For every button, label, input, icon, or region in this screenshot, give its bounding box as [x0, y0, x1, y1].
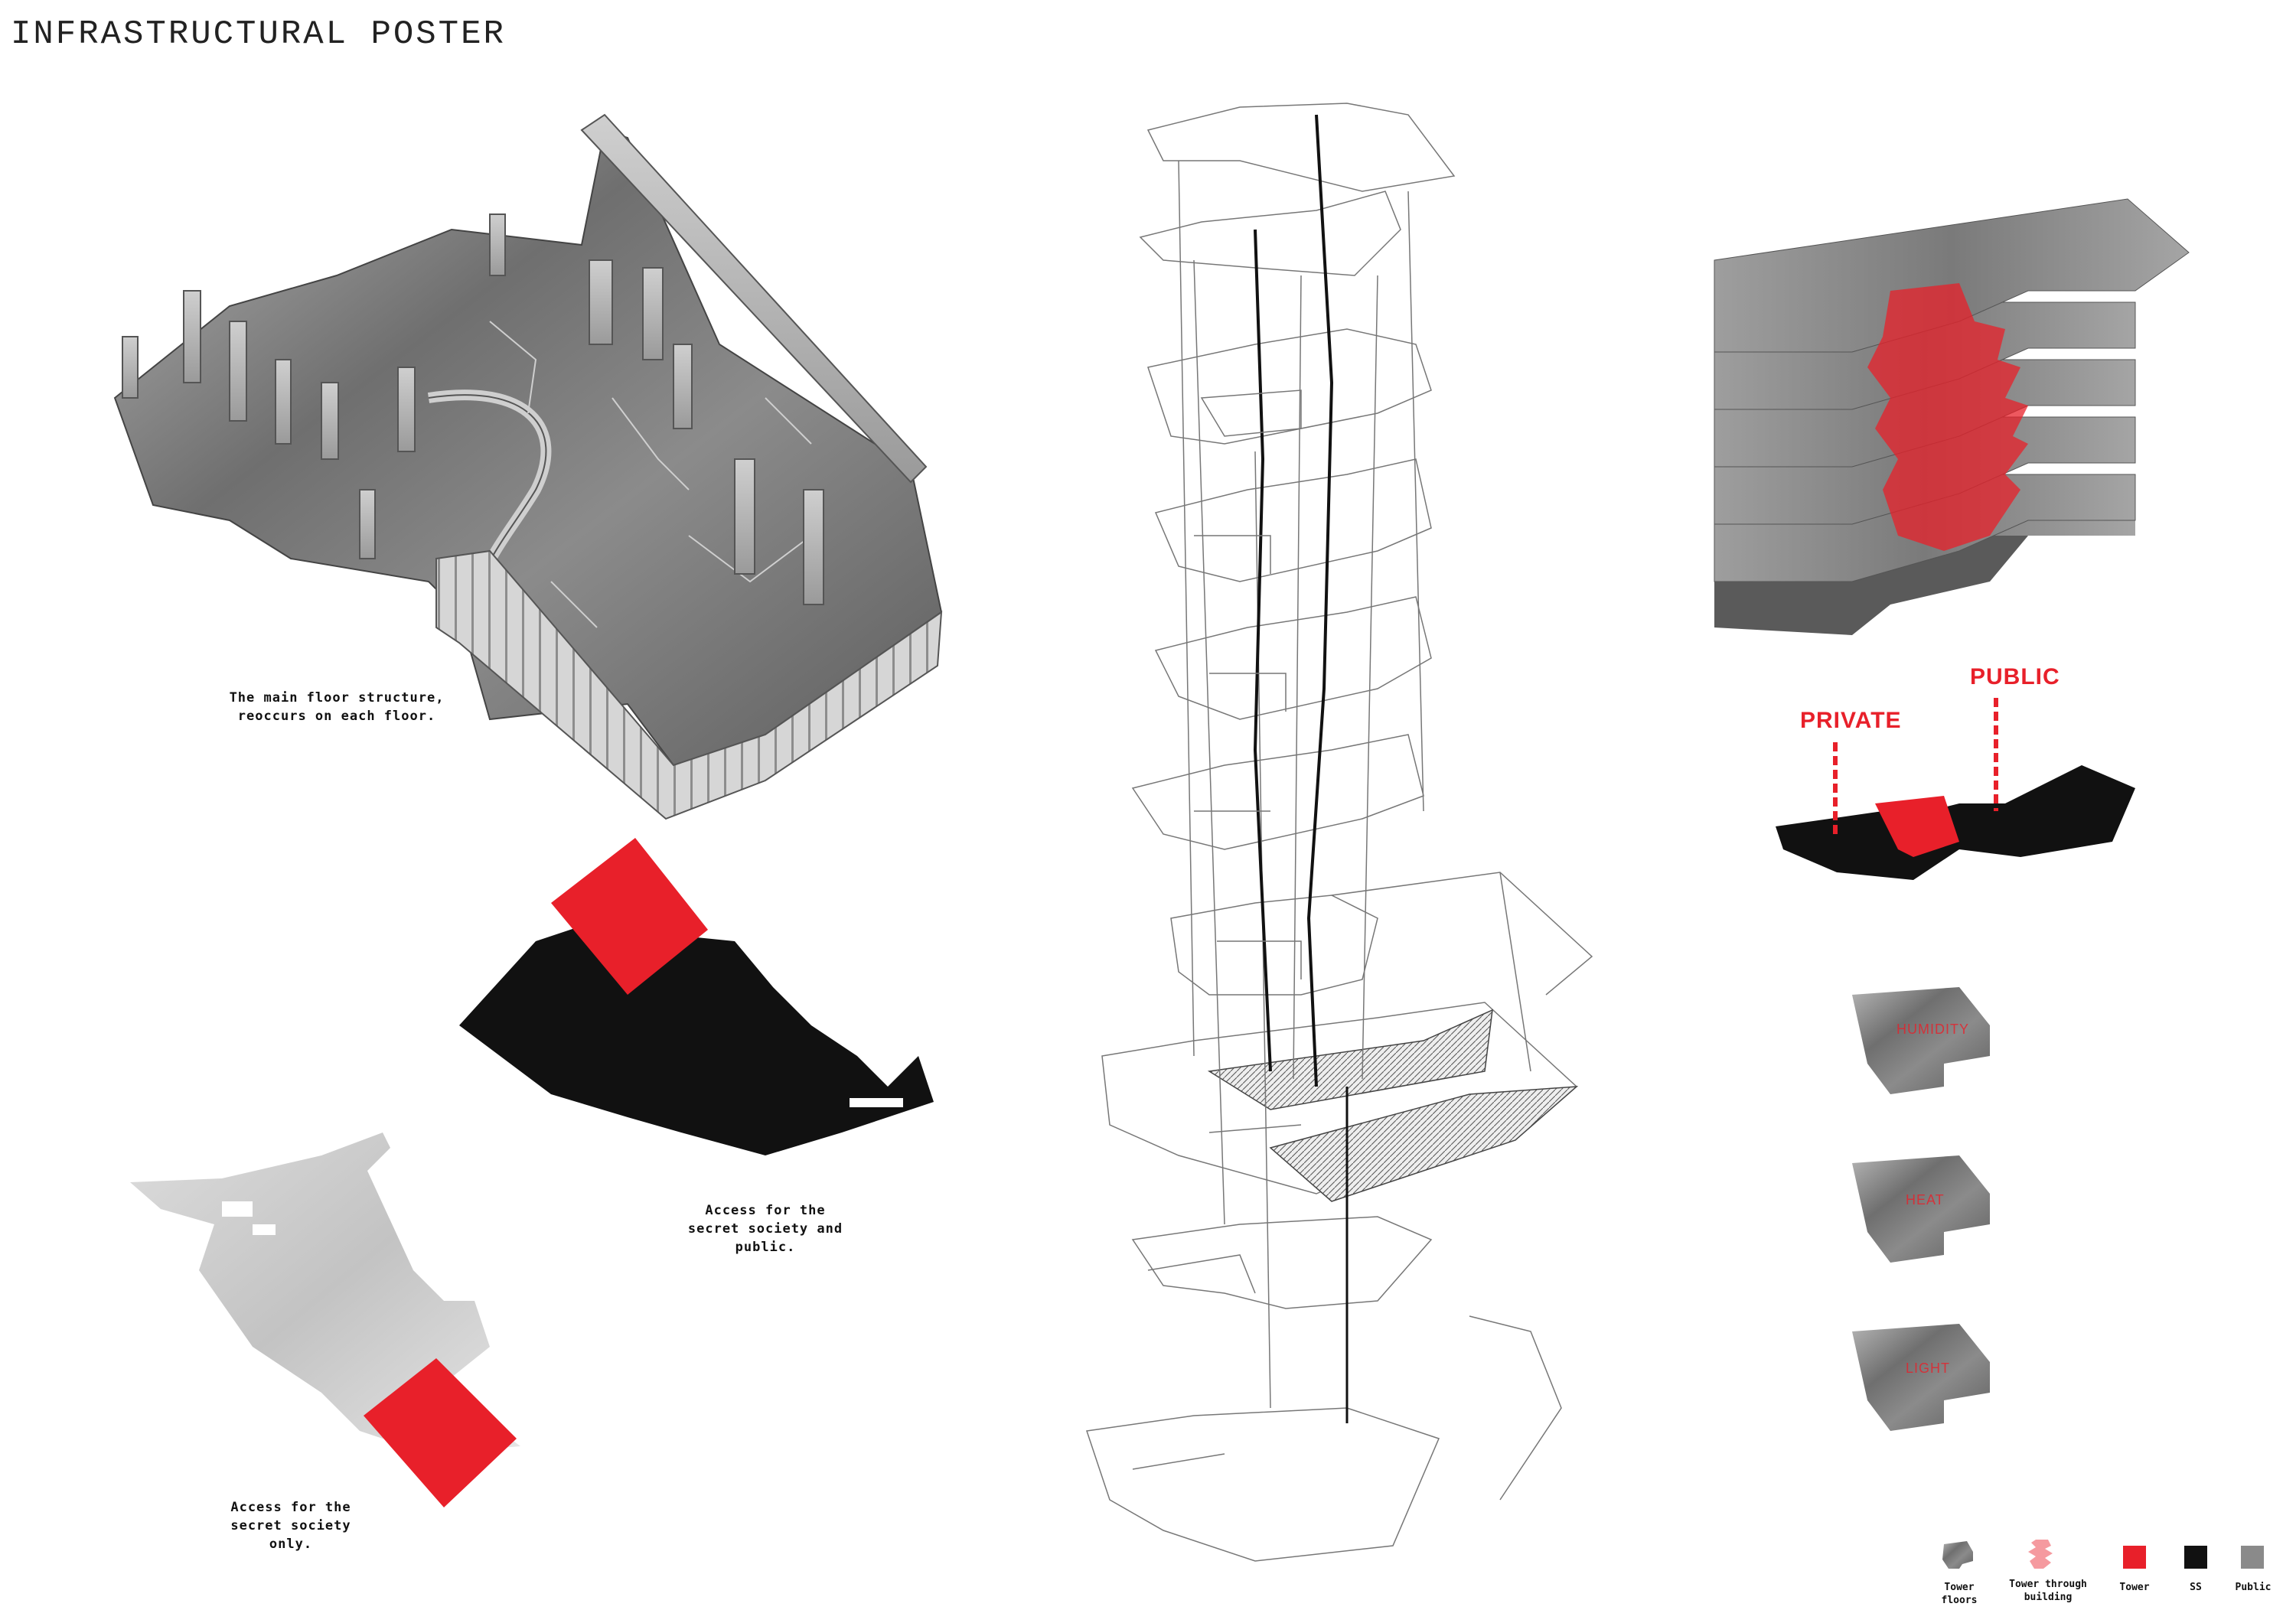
legend-label-tower: Tower: [2109, 1581, 2160, 1594]
legend-label-tower-line-1: Tower: [2119, 1582, 2150, 1593]
legend-swatch-public: [2241, 1546, 2264, 1569]
label-private: PRIVATE: [1800, 708, 1902, 733]
tile-label-light: LIGHT: [1906, 1361, 1951, 1376]
main-floor-axonometric: [113, 113, 943, 820]
legend-label-tower-floors-line-2: floors: [1941, 1595, 1978, 1606]
secret-society-public-plan: [459, 838, 934, 1155]
caption-society-only-line-2: secret society: [230, 1518, 351, 1533]
legend-swatch-tower-floors: [1942, 1541, 1973, 1569]
legend-label-ss-line-1: SS: [2190, 1582, 2202, 1593]
caption-society-only-line-3: only.: [269, 1537, 313, 1552]
environment-tiles: [1852, 987, 1990, 1431]
tile-label-heat: HEAT: [1906, 1192, 1945, 1207]
legend-swatch-tower-through-building: [2028, 1540, 2053, 1569]
caption-society-public-line-2: secret society and: [687, 1221, 843, 1237]
legend-label-tower-floors: Tower floors: [1929, 1581, 1990, 1607]
caption-main-floor-line-1: The main floor structure,: [229, 690, 445, 706]
private-public-section: [1776, 698, 2135, 880]
legend-label-tower-floors-line-1: Tower: [1944, 1582, 1975, 1593]
legend-label-ttb-line-2: building: [2024, 1592, 2073, 1603]
caption-society-only-line-1: Access for the: [230, 1500, 351, 1515]
caption-main-floor-line-2: reoccurs on each floor.: [237, 709, 436, 724]
caption-main-floor: The main floor structure, reoccurs on ea…: [184, 689, 490, 725]
caption-society-public: Access for the secret society and public…: [628, 1201, 903, 1256]
stacked-floor-slabs: [1714, 198, 2190, 635]
legend-swatch-tower: [2123, 1546, 2146, 1569]
label-public: PUBLIC: [1970, 664, 2060, 689]
legend-label-public: Public: [2229, 1581, 2278, 1594]
poster-title: INFRASTRUCTURAL POSTER: [11, 15, 506, 54]
legend-label-public-line-1: Public: [2235, 1582, 2272, 1593]
caption-society-only: Access for the secret society only.: [168, 1498, 413, 1553]
caption-society-public-line-1: Access for the: [705, 1203, 826, 1218]
exploded-tower-drawing: [1086, 103, 1593, 1562]
tile-label-humidity: HUMIDITY: [1896, 1022, 1969, 1037]
legend-label-ttb-line-1: Tower through: [2009, 1579, 2087, 1590]
legend-swatches: [1942, 1540, 2264, 1569]
legend-label-tower-through-building: Tower through building: [2002, 1578, 2094, 1604]
legend-swatch-ss: [2184, 1546, 2207, 1569]
secret-society-only-plan: [130, 1133, 520, 1507]
caption-society-public-line-3: public.: [735, 1240, 796, 1255]
legend-label-ss: SS: [2172, 1581, 2219, 1594]
legend: Tower floors Tower through building Towe…: [1929, 1538, 2281, 1615]
